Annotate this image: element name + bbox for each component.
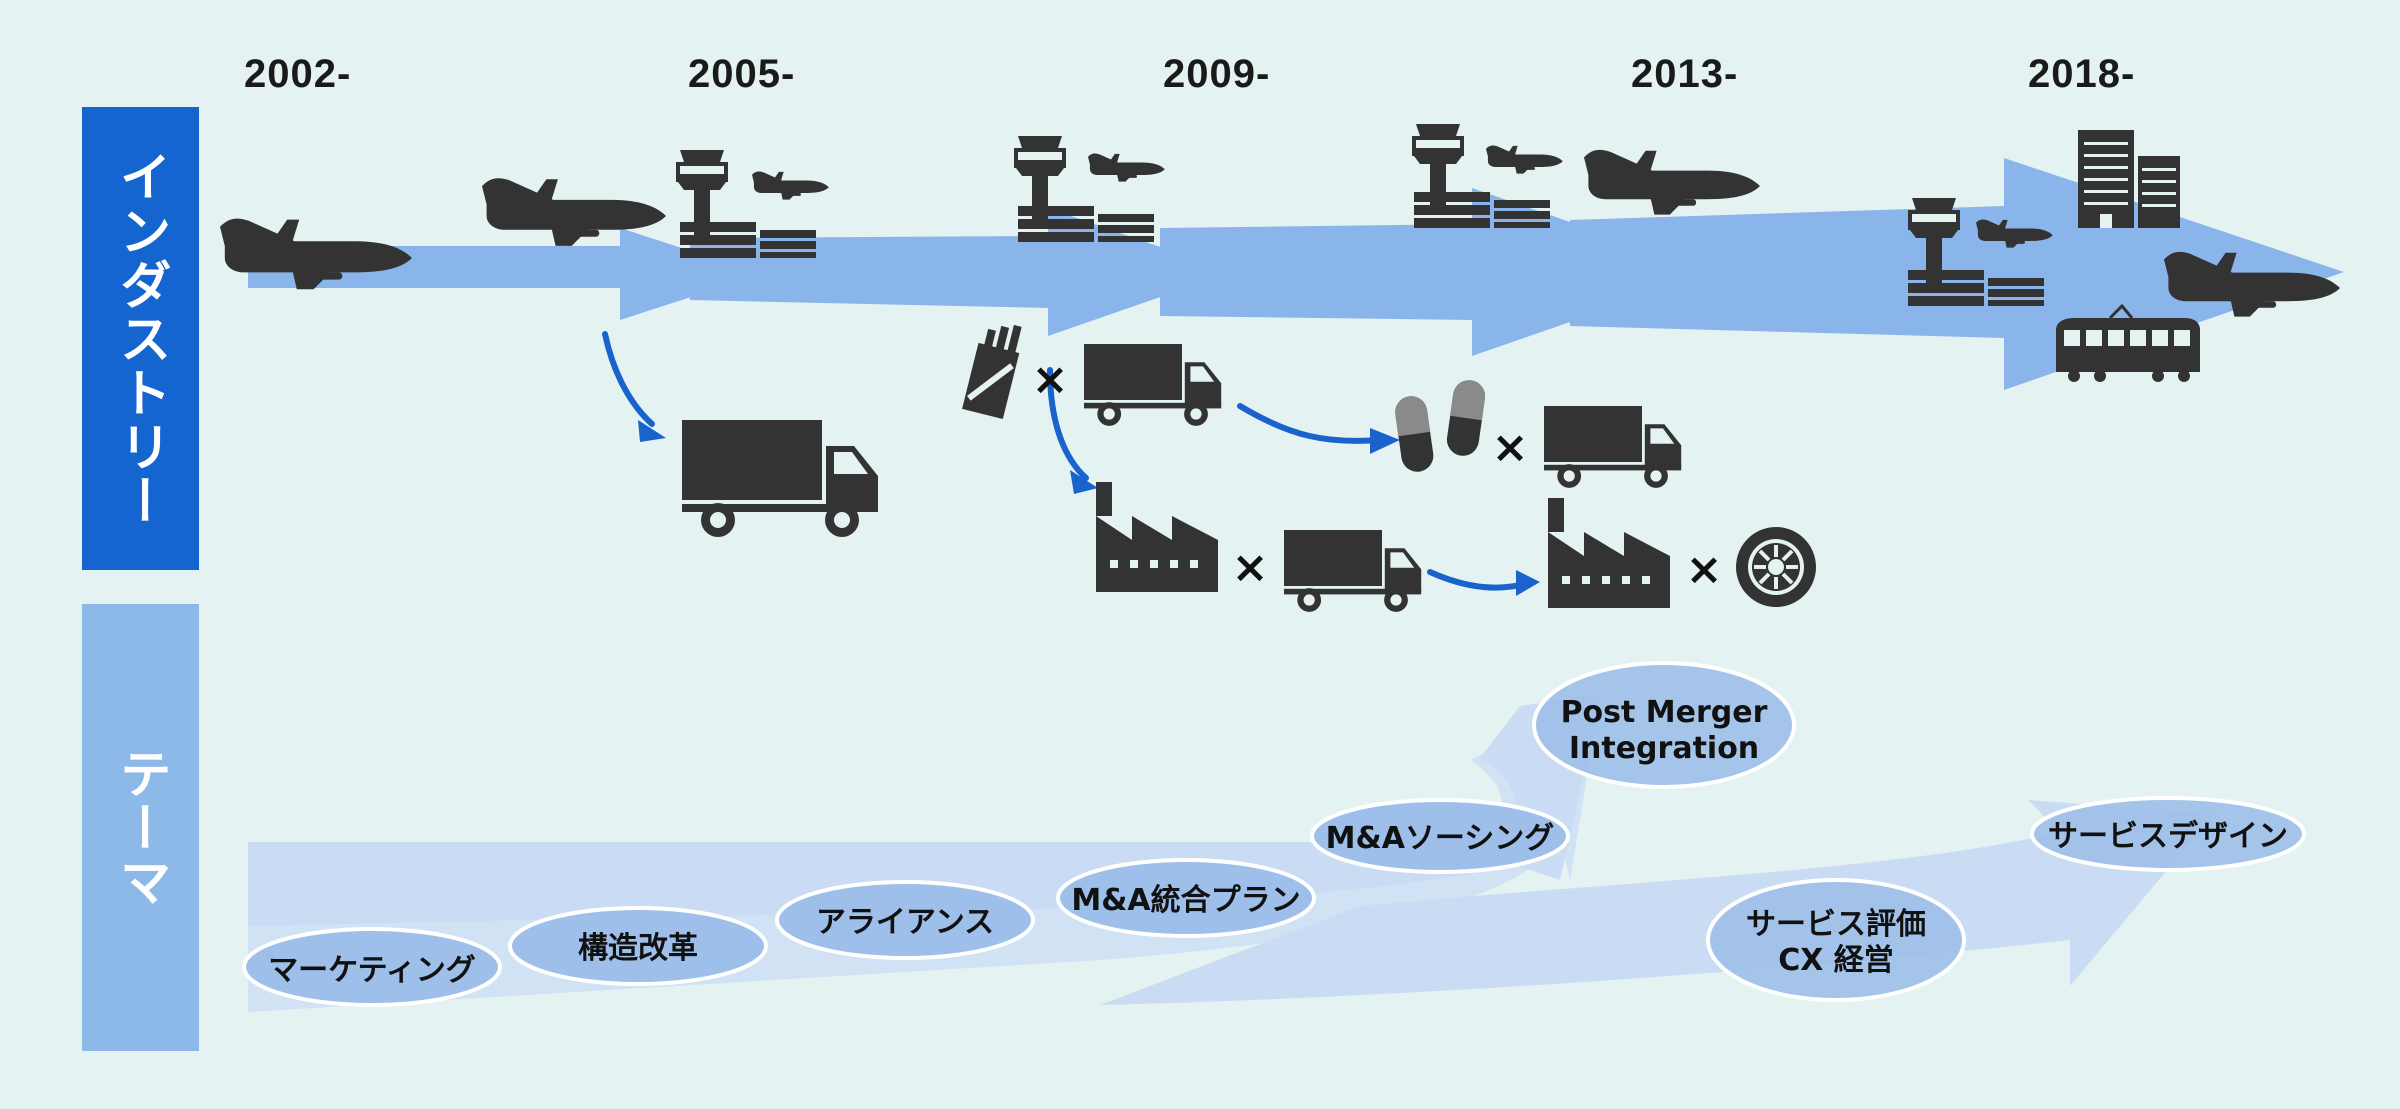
buildings-icon [2078, 130, 2180, 228]
airplane-icon [1088, 153, 1165, 182]
combo-symbol: × [1492, 422, 1529, 473]
factory-icon [1548, 498, 1670, 608]
theme-label-line-1: サービス評価 [1746, 907, 1926, 942]
theme-ellipse-service-evaluation: サービス評価 CX 経営 [1706, 878, 1966, 1002]
airplane-icon [752, 171, 829, 200]
truck-icon [682, 420, 878, 537]
theme-ellipse-alliance: アライアンス [775, 880, 1035, 960]
theme-sidebar: テーマ [82, 604, 199, 1051]
factory-icon [1096, 482, 1218, 592]
theme-sidebar-label: テーマ [110, 746, 170, 909]
truck-icon [1084, 344, 1222, 426]
tire-icon [1736, 527, 1816, 607]
theme-label: サービスデザイン [2048, 819, 2288, 854]
theme-label: 構造改革 [578, 931, 698, 966]
connector-arrow-factory-to-factory [1427, 569, 1529, 591]
theme-label-line-2: CX 経営 [1778, 943, 1894, 978]
connector-arrow-truck-to-capsule [1237, 403, 1383, 444]
theme-label-line-1: Post Merger [1561, 695, 1768, 730]
airplane-icon [1486, 145, 1563, 174]
connector-arrow-pack-to-factory [1047, 367, 1089, 481]
connector-arrowheads [638, 420, 1540, 596]
industry-sidebar: インダストリー [82, 107, 199, 570]
combo-symbol: × [1232, 542, 1269, 593]
connector-arrow-plane-to-truck [602, 331, 655, 427]
theme-ellipse-structural-reform: 構造改革 [508, 906, 768, 986]
theme-label: マーケティング [268, 953, 476, 988]
theme-label: M&A統合プラン [1071, 883, 1300, 918]
theme-ellipse-pmi: Post Merger Integration [1532, 661, 1796, 789]
combo-symbol: × [1032, 354, 1069, 405]
theme-label: アライアンス [816, 905, 994, 940]
theme-ellipse-service-design: サービスデザイン [2030, 796, 2306, 872]
truck-icon [1284, 530, 1422, 612]
year-label-2002: 2002- [244, 52, 352, 96]
industry-sidebar-label: インダストリー [110, 149, 170, 528]
year-label-2009: 2009- [1163, 52, 1271, 96]
theme-ellipse-ma-integration-plan: M&A統合プラン [1056, 858, 1316, 938]
industry-arrow-2005 [690, 208, 1232, 336]
year-label-2013: 2013- [1631, 52, 1739, 96]
year-label-2018: 2018- [2028, 52, 2136, 96]
cigarette-pack-icon [962, 324, 1022, 420]
truck-icon [1544, 406, 1682, 488]
airport-terminal-icon [1018, 206, 1154, 242]
theme-ellipse-ma-sourcing: M&Aソーシング [1310, 798, 1570, 874]
train-icon [2056, 303, 2200, 382]
combo-symbol: × [1686, 544, 1723, 595]
theme-ellipse-marketing: マーケティング [242, 927, 502, 1007]
theme-label: M&Aソーシング [1326, 821, 1555, 856]
theme-label-line-2: Integration [1569, 731, 1759, 766]
airplane-icon [1584, 149, 1760, 215]
year-label-2005: 2005- [688, 52, 796, 96]
capsule-icon [1395, 380, 1486, 472]
